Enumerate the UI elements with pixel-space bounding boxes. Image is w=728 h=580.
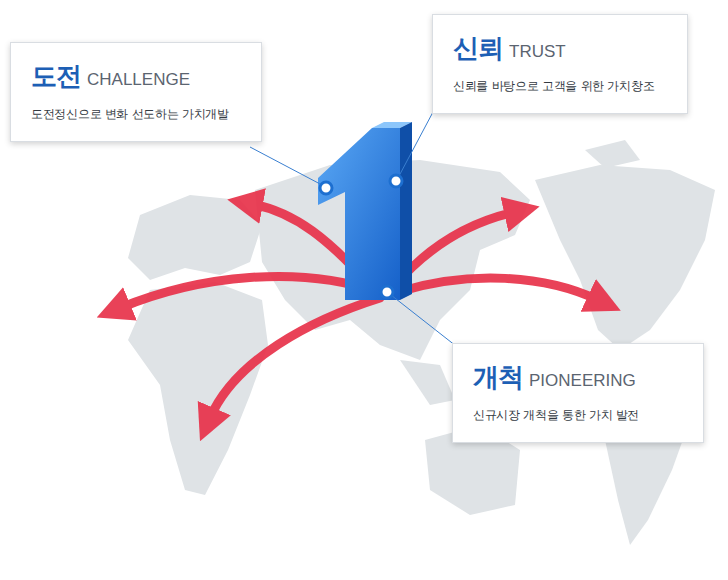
callout-box: 신뢰 TRUST 신뢰를 바탕으로 고객을 위한 가치창조 bbox=[432, 14, 688, 114]
callout-heading: 개척 PIONEERING bbox=[473, 360, 683, 395]
heading-korean: 도전 bbox=[31, 61, 81, 91]
continents bbox=[128, 140, 715, 545]
heading-english: CHALLENGE bbox=[87, 70, 190, 89]
callout-heading: 신뢰 TRUST bbox=[453, 31, 667, 66]
heading-korean: 신뢰 bbox=[453, 33, 503, 63]
callout-box: 도전 CHALLENGE 도전정신으로 변화 선도하는 가치개발 bbox=[10, 42, 262, 142]
callout-box: 개척 PIONEERING 신규시장 개척을 통한 가치 발전 bbox=[452, 343, 704, 443]
heading-english: TRUST bbox=[509, 42, 566, 61]
callout-body: 신뢰를 바탕으로 고객을 위한 가치창조 bbox=[453, 78, 667, 95]
marker-dots bbox=[320, 175, 402, 298]
heading-english: PIONEERING bbox=[529, 371, 636, 390]
callout-body: 신규시장 개척을 통한 가치 발전 bbox=[473, 407, 683, 424]
heading-korean: 개척 bbox=[473, 362, 523, 392]
number-one-figure bbox=[318, 122, 412, 300]
callout-body: 도전정신으로 변화 선도하는 가치개발 bbox=[31, 106, 241, 123]
leader-lines bbox=[250, 112, 456, 346]
callout-heading: 도전 CHALLENGE bbox=[31, 59, 241, 94]
